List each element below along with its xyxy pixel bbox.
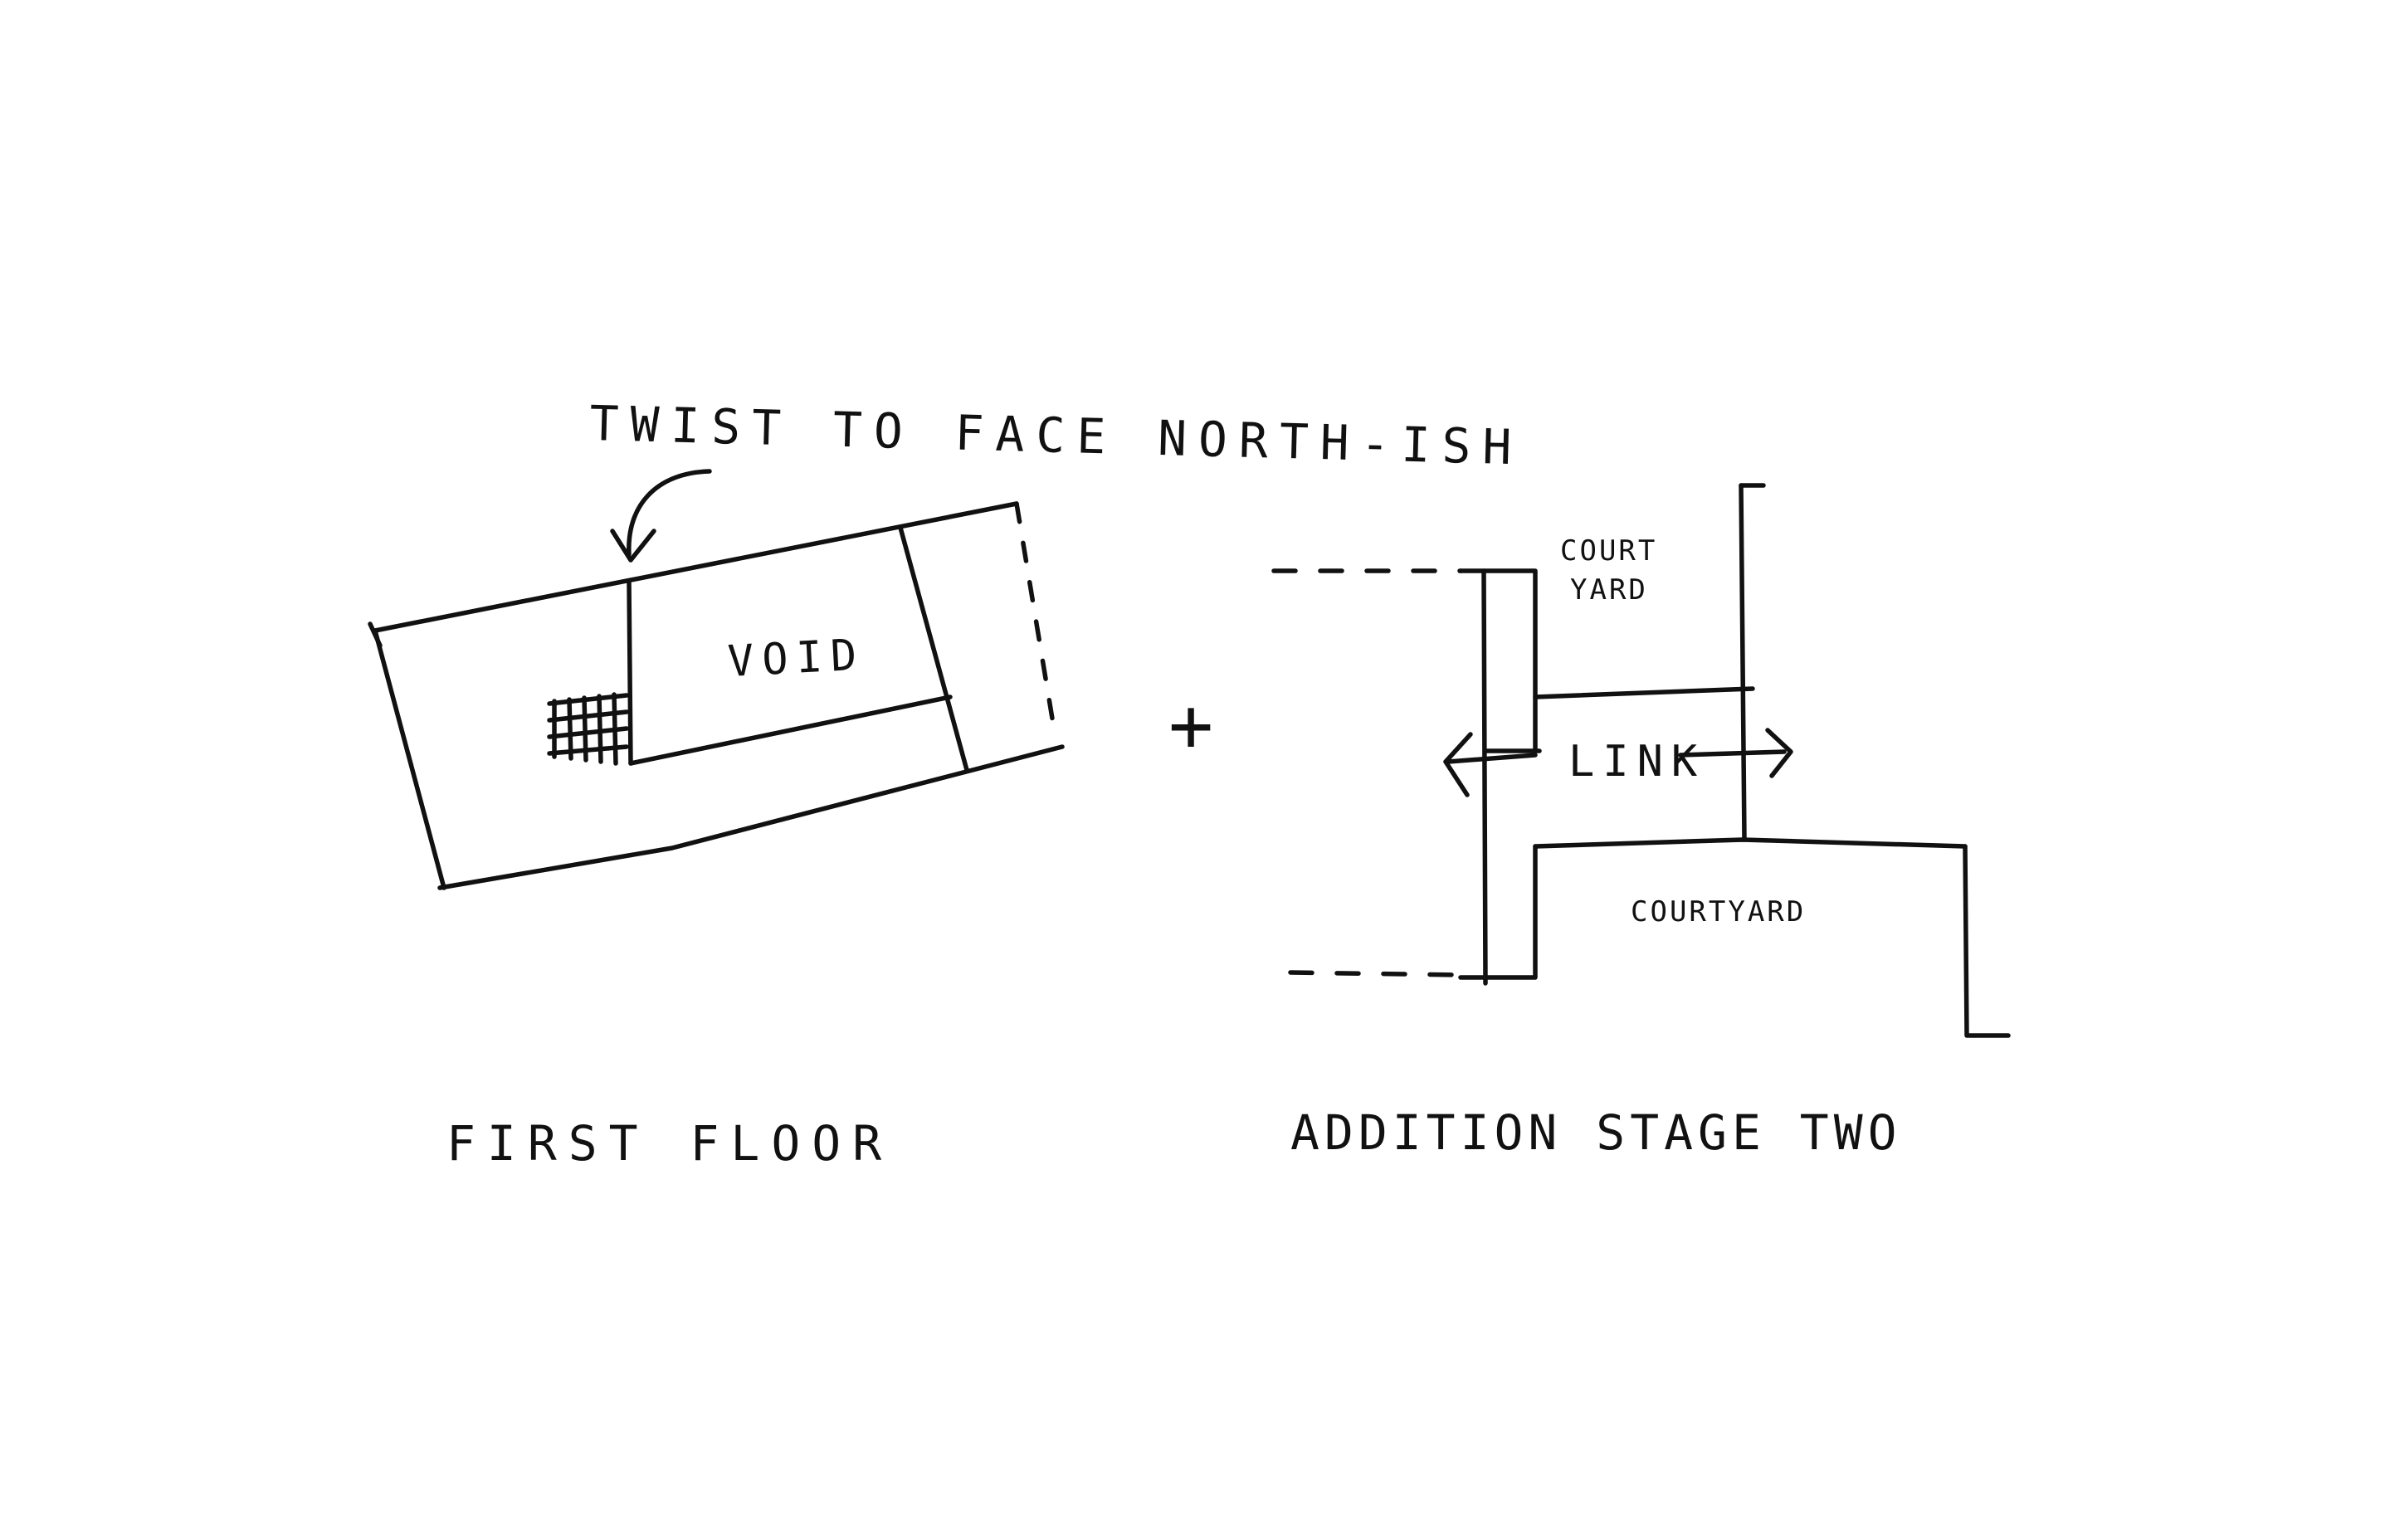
main-vertical-wall <box>1481 568 1488 986</box>
courtyard-large-label: COURTYARD <box>1631 895 1806 928</box>
courtyard-right-wall <box>1963 844 2011 1038</box>
link-arrowhead-right <box>1765 728 1793 778</box>
link-arrowhead-left <box>1443 732 1473 797</box>
plus-sign: + <box>1168 682 1213 769</box>
slab-top-edge <box>373 501 1019 633</box>
link-top-wall <box>1533 686 1755 699</box>
void-bottom-wall <box>628 694 953 766</box>
top-cap <box>1458 568 1538 753</box>
void-left-wall <box>627 580 633 766</box>
slab-bottom-edge <box>437 744 1065 890</box>
twist-note: TWIST TO FACE NORTH-ISH <box>589 395 1524 475</box>
twist-arrowhead <box>610 529 656 563</box>
void-right-wall <box>898 525 969 772</box>
courtyard-small-label-line1: COURT <box>1560 534 1657 568</box>
courtyard-small-label-line2: YARD <box>1570 573 1648 607</box>
caption-addition-stage-two: ADDITION STAGE TWO <box>1290 1104 1902 1161</box>
bottom-dashed-line <box>1288 970 1463 977</box>
caption-first-floor: FIRST FLOOR <box>446 1115 893 1172</box>
link-label: LINK <box>1568 737 1705 787</box>
addition-plan: LINK COURT YARD COURTYARD <box>1271 483 2011 1038</box>
slab-dashed-edge <box>1014 501 1058 741</box>
slab-top-left-tick <box>368 621 383 648</box>
bottom-cap <box>1458 844 1538 980</box>
courtyard-top-wall <box>1533 837 1968 849</box>
slab-left-edge <box>373 628 446 890</box>
first-floor-plan: TWIST TO FACE NORTH-ISH VOID <box>368 395 1524 890</box>
stair-hatch <box>547 692 629 766</box>
void-label: VOID <box>727 630 866 687</box>
link-arrow-left <box>1446 753 1538 764</box>
link-arrow-right <box>1678 749 1787 758</box>
twist-arrow <box>627 469 712 557</box>
right-tall-wall-line <box>1739 483 1747 842</box>
